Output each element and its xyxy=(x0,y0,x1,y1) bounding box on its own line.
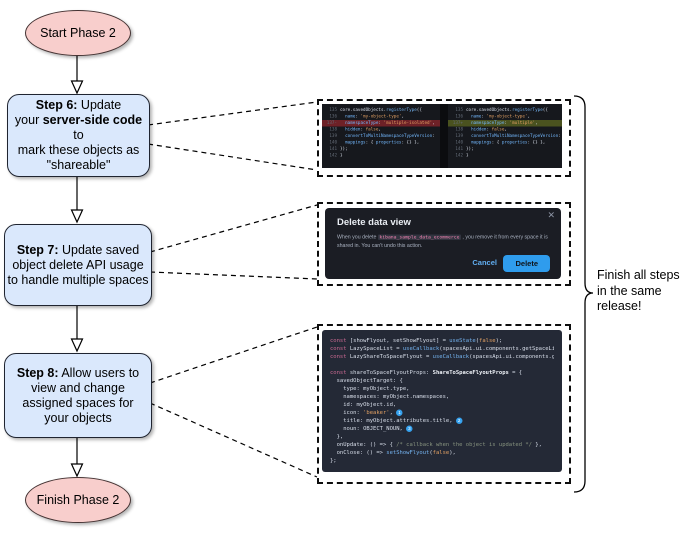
arrowhead-icon xyxy=(70,209,84,224)
code-line: const [showFlyout, setShowFlyout] = useS… xyxy=(330,337,503,344)
code-line: type: myObject.type, xyxy=(330,385,410,392)
numbered-callout-badge: 1 xyxy=(396,409,403,416)
step-text-line: Step 8: Allow users to xyxy=(16,365,140,380)
step-text-line: mark these objects as xyxy=(17,143,140,157)
code-line: namespaces: myObject.namespaces, xyxy=(330,393,450,400)
diff-divider xyxy=(440,104,448,168)
code-line: title: myObject.attributes.title, 2 xyxy=(330,417,463,424)
arrowhead-icon xyxy=(70,338,84,353)
close-icon[interactable]: ✕ xyxy=(547,210,555,220)
numbered-callout-badge: 2 xyxy=(455,417,463,424)
step-text-line: assigned spaces for xyxy=(22,395,134,410)
diff-row: 137+ namespaceType: 'multiple', xyxy=(448,120,562,127)
diff-row: 136 name: 'my-object-type', xyxy=(329,114,404,119)
dialog-body-line: When you delete kibana_sample_data_ecomm… xyxy=(337,234,548,240)
code-line: }; xyxy=(330,457,337,464)
code-line: icon: 'beaker', 1 xyxy=(330,409,403,416)
diff-row: 137- namespaceType: 'multiple-isolated', xyxy=(322,120,440,127)
delete-dialog: Delete data view ✕ When you delete kiban… xyxy=(325,208,561,279)
code-lines: const [showFlyout, setShowFlyout] = useS… xyxy=(322,330,562,472)
code-line: id: myObject.id, xyxy=(330,401,397,408)
start-node-label: Start Phase 2 xyxy=(40,26,116,40)
arrowhead-icon xyxy=(70,463,84,478)
dialog-body: When you delete kibana_sample_data_ecomm… xyxy=(337,233,561,250)
code-line xyxy=(330,361,554,369)
dialog-title: Delete data view xyxy=(337,217,411,228)
callout-line-step7-bottom xyxy=(149,271,318,280)
arrowhead-icon xyxy=(70,80,84,95)
callout-lines xyxy=(147,101,318,478)
callout-line-step6-bottom xyxy=(147,143,318,171)
code-sample-screenshot: const [showFlyout, setShowFlyout] = useS… xyxy=(317,324,571,484)
diff-row: 138 hidden: false, xyxy=(455,127,507,132)
brace-annotation-line: in the same xyxy=(597,283,662,298)
code-line: const shareToSpaceFlyoutProps: ShareToSp… xyxy=(330,369,523,376)
callout-line-step6-top xyxy=(147,101,318,126)
step-text-line: view and change xyxy=(31,380,125,395)
brace-annotation-line: Finish all steps xyxy=(597,268,680,282)
diff-row: 139 convertToMultiNamespaceTypeVersion: xyxy=(329,133,435,139)
callout-line-step8-bottom xyxy=(149,402,318,478)
delete-dialog-screenshot: Delete data view ✕ When you delete kiban… xyxy=(317,202,571,286)
index-name-chip: kibana_sample_data_ecommerce xyxy=(377,234,461,240)
delete-button[interactable]: Delete xyxy=(503,255,550,272)
diff-row: 142} xyxy=(455,153,469,158)
callout-line-step8-top xyxy=(149,326,318,384)
code-line: }, xyxy=(330,433,344,440)
diff-row: 142} xyxy=(329,153,343,158)
step-text-line: Step 7: Update saved xyxy=(16,242,140,257)
code-line: onUpdate: () => { /* callback when the o… xyxy=(330,441,542,448)
code-line: const LazyShareToSpaceFlyout = useCallba… xyxy=(330,353,554,360)
diff-row: 140 mappings: { properties: {} }, xyxy=(455,140,546,145)
callout-line-step7-top xyxy=(149,204,318,253)
step-text-line: object delete API usage xyxy=(12,257,144,272)
start-node[interactable]: Start Phase 2 xyxy=(25,10,131,56)
brace-annotation-line: release! xyxy=(597,299,642,313)
finish-node[interactable]: Finish Phase 2 xyxy=(25,477,131,523)
code-line: savedObjectTarget: { xyxy=(330,377,403,384)
numbered-callout-badge: 3 xyxy=(406,425,413,432)
diff-row: 139 convertToMultiNamespaceTypeVersion: xyxy=(455,133,561,139)
step-text-line: Step 6: Update xyxy=(35,98,122,112)
finish-node-label: Finish Phase 2 xyxy=(36,493,120,507)
diff-row: 140 mappings: { properties: {} }, xyxy=(329,140,420,145)
step-text-line: "shareable" xyxy=(46,158,111,172)
step-text-line: your server-side code to xyxy=(14,113,143,142)
cancel-button[interactable]: Cancel xyxy=(472,258,497,267)
curly-brace xyxy=(573,95,594,493)
code-line: onClose: () => setShowFlyout(false), xyxy=(330,449,456,456)
diff-row: 136 name: 'my-object-type', xyxy=(455,114,530,119)
diff-row: 138 hidden: false, xyxy=(329,127,381,132)
diff-row: 141}); xyxy=(455,146,474,152)
code-line: noun: OBJECT_NOUN, 3 xyxy=(330,425,413,432)
diff-row: 141}); xyxy=(329,146,348,152)
code-block: const [showFlyout, setShowFlyout] = useS… xyxy=(322,330,562,472)
dialog-body-line: shared in. You can't undo this action. xyxy=(337,242,423,249)
step-text-line: your objects xyxy=(44,410,112,425)
step-text-line: to handle multiple spaces xyxy=(7,272,149,287)
code-line: const LazySpaceList = useCallback(spaces… xyxy=(330,345,554,352)
